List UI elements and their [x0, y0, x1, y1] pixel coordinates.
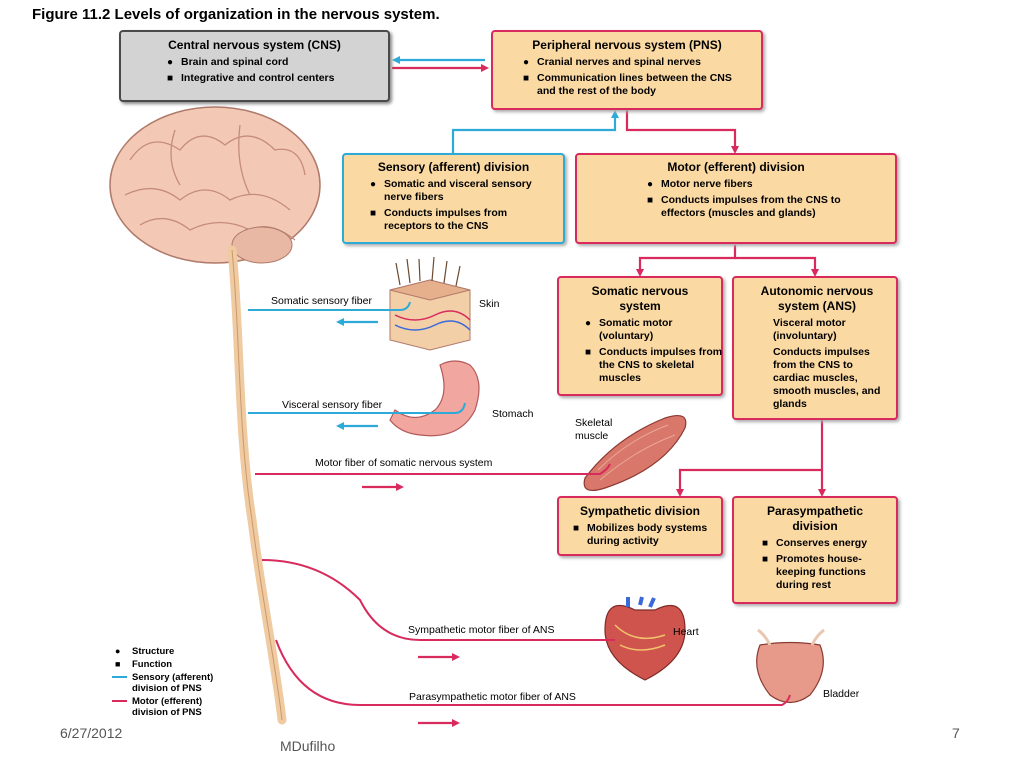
footer-date: 6/27/2012	[60, 725, 123, 741]
bladder-label: Bladder	[823, 688, 860, 700]
somatic-structure: ●Somatic motor (voluntary)	[585, 317, 673, 342]
cns-box: Central nervous system (CNS) ●Brain and …	[119, 30, 390, 102]
figure-title: Figure 11.2 Levels of organization in th…	[32, 6, 440, 23]
legend-sensory: Sensory (afferent) division of PNS	[112, 672, 232, 694]
page-number: 7	[952, 725, 960, 741]
ans-box: Autonomic nervous system (ANS) Visceral …	[732, 276, 898, 420]
parasympathetic-motor-fiber-label: Parasympathetic motor fiber of ANS	[409, 691, 576, 703]
sympathetic-function: ■Mobilizes body systems during activity	[573, 522, 708, 547]
motor-structure: ●Motor nerve fibers	[647, 178, 753, 190]
somatic-nervous-system-box: Somatic nervous system ●Somatic motor (v…	[557, 276, 723, 396]
cns-structure: ●Brain and spinal cord	[167, 56, 289, 68]
motor-division-box: Motor (efferent) division ●Motor nerve f…	[575, 153, 897, 244]
bladder-illustration	[756, 628, 825, 704]
sensory-function: ■Conducts impulses from receptors to the…	[370, 207, 508, 232]
sensory-structure: ●Somatic and visceral sensory nerve fibe…	[370, 178, 532, 203]
cns-title: Central nervous system (CNS)	[168, 38, 341, 52]
visceral-sensory-fiber-label: Visceral sensory fiber	[282, 399, 383, 411]
parasympathetic-division-box: Parasympathetic division ■Conserves ener…	[732, 496, 898, 604]
parasympathetic-title: Parasympathetic division	[766, 504, 864, 533]
pns-function: ■Communication lines between the CNS and…	[523, 72, 732, 97]
stomach-label: Stomach	[492, 408, 534, 420]
skeletal-muscle-illustration	[583, 415, 687, 491]
footer-author: MDufilho	[280, 738, 336, 754]
ans-title: Autonomic nervous system (ANS)	[760, 284, 874, 313]
legend-motor: Motor (efferent) division of PNS	[112, 696, 232, 718]
ans-function: Conducts impulses from the CNS to cardia…	[773, 346, 881, 410]
sensory-division-box: Sensory (afferent) division ●Somatic and…	[342, 153, 565, 244]
motor-fiber-somatic-label: Motor fiber of somatic nervous system	[315, 457, 493, 469]
skin-label: Skin	[479, 298, 500, 310]
sympathetic-motor-fiber-label: Sympathetic motor fiber of ANS	[408, 624, 555, 636]
legend-structure: ●Structure	[115, 646, 175, 657]
sympathetic-division-box: Sympathetic division ■Mobilizes body sys…	[557, 496, 723, 556]
motor-title: Motor (efferent) division	[667, 160, 805, 174]
pns-title: Peripheral nervous system (PNS)	[532, 38, 722, 52]
pns-box: Peripheral nervous system (PNS) ●Cranial…	[491, 30, 763, 110]
somatic-title: Somatic nervous system	[591, 284, 689, 313]
parasympathetic-function-2: ■Promotes house-keeping functions during…	[762, 553, 866, 591]
motor-function: ■Conducts impulses from the CNS to effec…	[647, 194, 841, 219]
sympathetic-title: Sympathetic division	[579, 504, 701, 518]
cns-function: ■Integrative and control centers	[167, 72, 335, 84]
ans-structure: Visceral motor (involuntary)	[773, 317, 846, 342]
brain-illustration	[109, 106, 321, 264]
skin-illustration	[389, 256, 471, 351]
heart-label: Heart	[673, 626, 699, 638]
somatic-sensory-fiber-label: Somatic sensory fiber	[271, 295, 372, 307]
sensory-title: Sensory (afferent) division	[377, 160, 530, 174]
skeletal-muscle-label: Skeletal muscle	[575, 417, 613, 442]
somatic-function: ■Conducts impulses from the CNS to skele…	[585, 346, 723, 384]
legend: ●Structure ■Function Sensory (afferent) …	[112, 646, 232, 720]
parasympathetic-function-1: ■Conserves energy	[762, 537, 868, 549]
legend-function: ■Function	[115, 659, 173, 670]
pns-structure: ●Cranial nerves and spinal nerves	[523, 56, 701, 68]
heart-illustration	[604, 596, 686, 681]
stomach-illustration	[389, 360, 480, 437]
